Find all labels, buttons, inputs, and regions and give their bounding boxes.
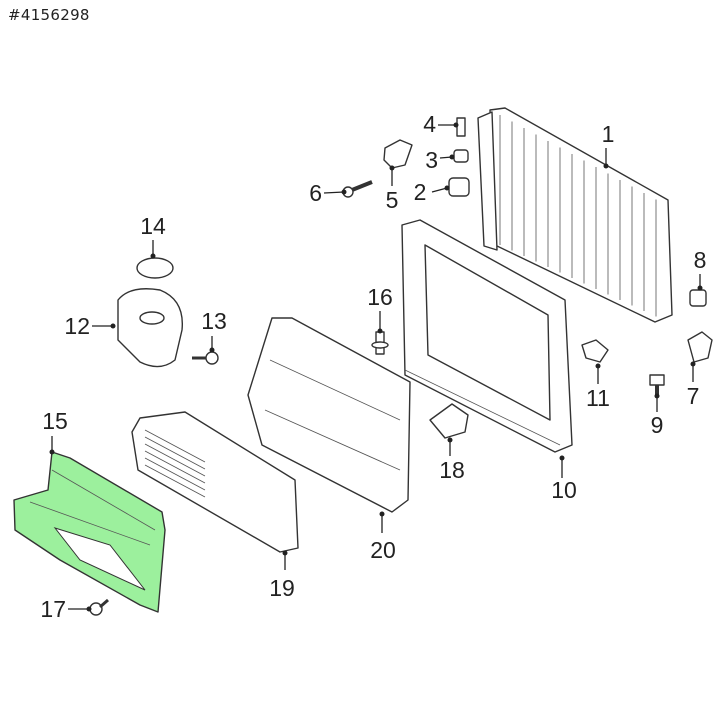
- callout-arrowhead: [389, 165, 395, 171]
- bracket-clip-part[interactable]: [687, 331, 713, 363]
- callout-arrowhead: [449, 154, 455, 160]
- callout-arrowhead: [595, 363, 601, 369]
- callout-leader-6: [323, 191, 345, 194]
- shutter-slat: [144, 443, 206, 477]
- callout-number-9[interactable]: 9: [651, 412, 664, 438]
- callout-number-1[interactable]: 1: [602, 121, 615, 147]
- active-grille-shutter-part[interactable]: [131, 411, 299, 553]
- callout-arrowhead: [86, 606, 92, 612]
- clip-part[interactable]: [581, 339, 609, 363]
- shutter-slat: [144, 436, 206, 470]
- callout-number-18[interactable]: 18: [439, 457, 465, 483]
- callout-arrowhead: [444, 185, 450, 191]
- callout-number-4[interactable]: 4: [423, 111, 436, 137]
- bolt-part-9[interactable]: [649, 374, 665, 395]
- callout-arrowhead: [690, 361, 696, 367]
- callout-arrowhead: [559, 455, 565, 461]
- bolt-part-6[interactable]: [342, 180, 373, 198]
- shutter-slat: [144, 457, 206, 491]
- reservoir-cap-part[interactable]: [136, 257, 174, 279]
- seal-part[interactable]: [429, 403, 469, 439]
- shutter-slat: [144, 450, 206, 484]
- callout-number-10[interactable]: 10: [551, 477, 577, 503]
- callout-arrowhead: [49, 449, 55, 455]
- callout-arrowhead: [453, 122, 459, 128]
- callout-number-6[interactable]: 6: [309, 180, 322, 206]
- bracket-part[interactable]: [383, 139, 413, 169]
- callout-number-14[interactable]: 14: [140, 213, 166, 239]
- shutter-slat: [144, 429, 206, 463]
- callout-arrowhead: [341, 189, 347, 195]
- callout-arrowhead: [209, 347, 215, 353]
- callout-number-3[interactable]: 3: [425, 147, 438, 173]
- push-pin-part[interactable]: [371, 331, 389, 355]
- callout-number-16[interactable]: 16: [367, 284, 393, 310]
- air-deflector-lower-part[interactable]: [13, 451, 166, 613]
- radiator-part[interactable]: [477, 107, 673, 323]
- callout-arrowhead: [603, 163, 609, 169]
- callout-leader-2: [431, 187, 448, 193]
- callout-number-19[interactable]: 19: [269, 575, 295, 601]
- callout-number-13[interactable]: 13: [201, 308, 227, 334]
- callout-arrowhead: [447, 437, 453, 443]
- callout-number-15[interactable]: 15: [42, 408, 68, 434]
- callout-arrowhead: [150, 253, 156, 259]
- callout-number-2[interactable]: 2: [414, 179, 427, 205]
- callout-arrowhead: [379, 511, 385, 517]
- callout-arrowhead: [697, 285, 703, 291]
- callout-number-8[interactable]: 8: [694, 247, 707, 273]
- callout-number-17[interactable]: 17: [40, 596, 66, 622]
- screw-part-13[interactable]: [192, 351, 219, 365]
- coolant-reservoir-part[interactable]: [117, 288, 184, 368]
- pin-part[interactable]: [456, 117, 466, 137]
- callout-number-5[interactable]: 5: [386, 187, 399, 213]
- radiator-support-frame-part[interactable]: [401, 219, 573, 453]
- callout-arrowhead: [377, 328, 383, 334]
- callout-arrowhead: [110, 323, 116, 329]
- bushing-part[interactable]: [689, 289, 707, 307]
- callout-number-11[interactable]: 11: [586, 385, 610, 411]
- air-deflector-shroud-part[interactable]: [247, 317, 411, 513]
- callout-number-7[interactable]: 7: [687, 383, 700, 409]
- screw-part-17[interactable]: [89, 598, 109, 616]
- mount-bushing-small-part[interactable]: [453, 149, 469, 163]
- shutter-slat: [144, 464, 206, 498]
- callout-arrowhead: [282, 550, 288, 556]
- callout-arrowhead: [654, 393, 660, 399]
- part-reference-number: #4156298: [8, 6, 90, 24]
- mount-bushing-part[interactable]: [448, 177, 470, 197]
- callout-number-20[interactable]: 20: [370, 537, 396, 563]
- callout-number-12[interactable]: 12: [64, 313, 90, 339]
